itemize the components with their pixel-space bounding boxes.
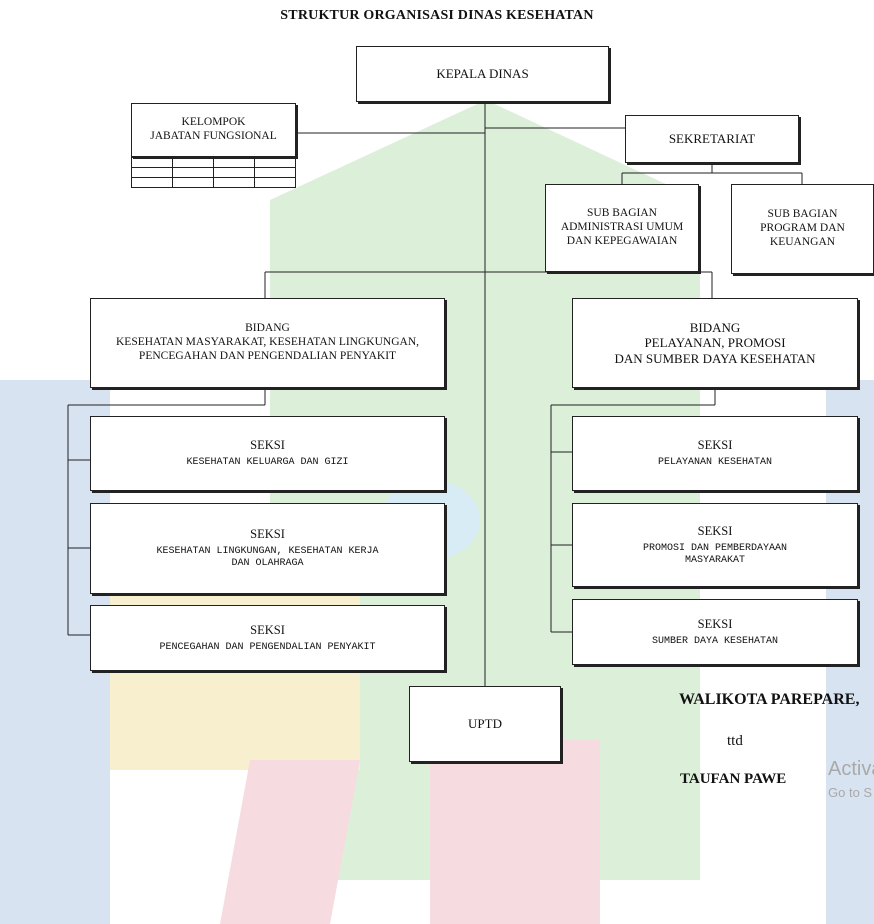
box-seksi-kesehatan-lingkungan: SEKSI KESEHATAN LINGKUNGAN, KESEHATAN KE… — [90, 503, 445, 594]
seksi-left-1-line1: KESEHATAN KELUARGA DAN GIZI — [186, 457, 349, 468]
seksi-head: SEKSI — [250, 527, 285, 541]
seksi-right-2-line1: PROMOSI DAN PEMBERDAYAAN — [642, 542, 788, 554]
bidang-pelayanan-line1: BIDANG — [689, 319, 741, 335]
seksi-right-2-line2: MASYARAKAT — [684, 554, 745, 566]
box-sub-bagian-administrasi: SUB BAGIAN ADMINISTRASI UMUM DAN KEPEGAW… — [545, 184, 699, 272]
page-title: STRUKTUR ORGANISASI DINAS KESEHATAN — [280, 8, 594, 23]
box-kelompok-jabatan-fungsional: KELOMPOK JABATAN FUNGSIONAL — [131, 103, 296, 157]
sub-bagian-umum-line2: ADMINISTRASI UMUM — [560, 221, 684, 234]
box-seksi-pencegahan: SEKSI PENCEGAHAN DAN PENGENDALIAN PENYAK… — [90, 605, 445, 671]
box-sekretariat: SEKRETARIAT — [625, 115, 799, 163]
kelompok-line2: JABATAN FUNGSIONAL — [150, 130, 277, 142]
seksi-head: SEKSI — [250, 438, 285, 452]
bidang-kesmas-line3: PENCEGAHAN DAN PENGENDALIAN PENYAKIT — [138, 349, 397, 362]
box-seksi-keluarga-gizi: SEKSI KESEHATAN KELUARGA DAN GIZI — [90, 416, 445, 491]
watermark-red-right — [430, 740, 600, 924]
box-bidang-kesehatan-masyarakat: BIDANG KESEHATAN MASYARAKAT, KESEHATAN L… — [90, 298, 445, 388]
sub-bagian-umum-line3: DAN KEPEGAWAIAN — [566, 234, 678, 247]
bidang-kesmas-line2: KESEHATAN MASYARAKAT, KESEHATAN LINGKUNG… — [115, 336, 419, 349]
sub-bagian-program-line2: PROGRAM DAN — [760, 222, 845, 235]
seksi-right-1-line1: PELAYANAN KESEHATAN — [657, 457, 773, 468]
kelompok-line1: KELOMPOK — [181, 116, 246, 129]
uptd-label: UPTD — [468, 716, 502, 732]
sub-bagian-umum-line1: SUB BAGIAN — [587, 207, 657, 220]
kelompok-grid-table — [131, 157, 296, 188]
seksi-left-2-line2: DAN OLAHRAGA — [231, 558, 304, 569]
box-sub-bagian-program: SUB BAGIAN PROGRAM DAN KEUANGAN — [731, 184, 874, 274]
bidang-pelayanan-line2: PELAYANAN, PROMOSI — [644, 335, 786, 351]
box-seksi-promosi: SEKSI PROMOSI DAN PEMBERDAYAAN MASYARAKA… — [572, 503, 858, 587]
box-seksi-sumber-daya: SEKSI SUMBER DAYA KESEHATAN — [572, 599, 858, 665]
watermark-red-left — [220, 760, 360, 924]
sub-bagian-program-line3: KEUANGAN — [769, 235, 836, 248]
sekretariat-label: SEKRETARIAT — [668, 131, 756, 147]
signature-name: TAUFAN PAWE — [680, 771, 787, 787]
signature-office: WALIKOTA PAREPARE, — [679, 691, 860, 708]
seksi-head: SEKSI — [697, 523, 733, 538]
activate-windows-title: Activa — [828, 758, 874, 780]
signature-ttd: ttd — [727, 733, 743, 749]
seksi-left-3-line1: PENCEGAHAN DAN PENGENDALIAN PENYAKIT — [159, 641, 376, 653]
seksi-left-2-line1: KESEHATAN LINGKUNGAN, KESEHATAN KERJA — [156, 546, 379, 557]
box-seksi-pelayanan-kesehatan: SEKSI PELAYANAN KESEHATAN — [572, 416, 858, 491]
seksi-right-3-line1: SUMBER DAYA KESEHATAN — [651, 635, 779, 647]
box-kepala-dinas: KEPALA DINAS — [356, 46, 609, 102]
seksi-head: SEKSI — [697, 438, 733, 452]
box-bidang-pelayanan: BIDANG PELAYANAN, PROMOSI DAN SUMBER DAY… — [572, 298, 858, 388]
activate-windows-subtitle: Go to S — [828, 785, 873, 800]
bidang-pelayanan-line3: DAN SUMBER DAYA KESEHATAN — [614, 350, 816, 366]
seksi-head: SEKSI — [250, 622, 285, 637]
sub-bagian-program-line1: SUB BAGIAN — [767, 208, 838, 221]
seksi-head: SEKSI — [697, 616, 733, 631]
bidang-kesmas-line1: BIDANG — [245, 322, 290, 335]
kepala-dinas-label: KEPALA DINAS — [436, 66, 529, 82]
box-uptd: UPTD — [409, 686, 561, 762]
